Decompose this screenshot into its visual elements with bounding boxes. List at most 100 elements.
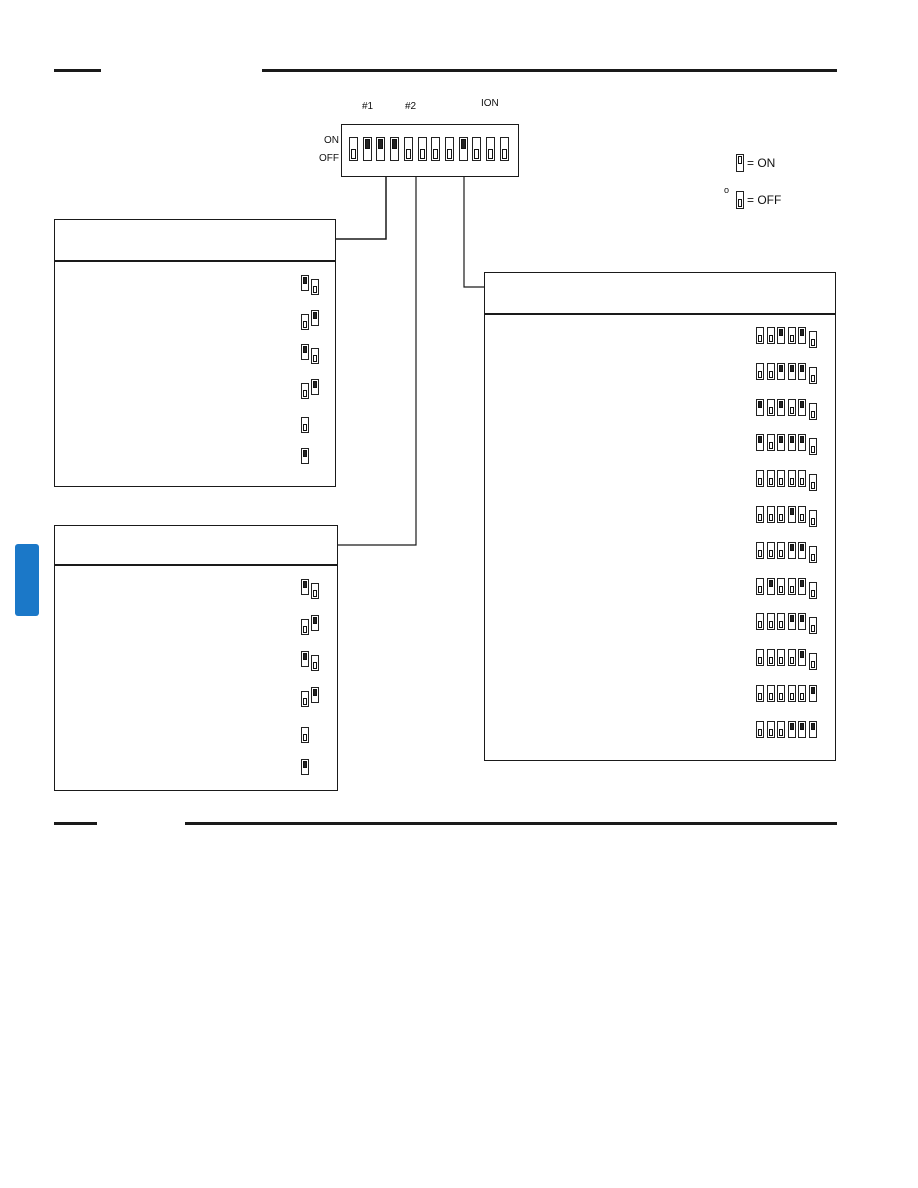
table-c-row-4-switch-1	[756, 434, 764, 452]
wire-switch2-to-table-b	[338, 177, 417, 546]
table-c-row-2-switch-6	[808, 366, 817, 384]
table-c-row-4-switch-4	[787, 434, 796, 452]
table-c-row-6-switch-2-lever	[768, 514, 773, 521]
table-c-row-9	[755, 613, 821, 635]
table-b-row-2-switch-2-lever	[313, 617, 317, 624]
table-c-row-7-switch-6-lever	[810, 553, 815, 561]
wire-ion-to-table-c	[463, 177, 485, 288]
table-c-row-9-switch-2	[766, 613, 775, 631]
dip-switch-5-lever	[405, 149, 411, 159]
table-c-row-2	[755, 362, 821, 385]
table-c-row-7-switch-1-lever	[758, 549, 762, 557]
table-c-row-5-switch-1-lever	[758, 478, 762, 486]
table-c-row-10-switch-4-lever	[789, 657, 794, 665]
table-b-row-3	[300, 651, 330, 673]
table-c-row-10-switch-1-lever	[758, 657, 762, 665]
table-b-row-4-switch-1-lever	[303, 698, 307, 705]
table-c-row-10-switch-3-lever	[779, 657, 783, 665]
table-c-row-6-switch-6	[808, 510, 817, 527]
table-c-row-4-switch-6-lever	[810, 446, 815, 454]
dip-switch-1	[349, 137, 358, 161]
dip-switch-11-lever	[488, 149, 493, 159]
table-c-row-10-switch-1	[756, 649, 764, 667]
dip-switch-4-lever	[392, 139, 398, 149]
dip-switch-7	[431, 137, 441, 161]
table-c-row-9-switch-1	[756, 613, 764, 631]
table-a-row-3	[300, 344, 330, 366]
table-c-row-10-switch-5	[798, 649, 806, 667]
table-c-row-12-switch-2	[766, 720, 775, 738]
table-c-row-1	[755, 327, 821, 349]
table-c-row-6-switch-1-lever	[758, 514, 762, 521]
table-c-row-3-switch-4-lever	[789, 406, 794, 414]
table-a-row-4-switch-2	[311, 378, 319, 395]
table-a-row-2-switch-1	[301, 313, 309, 330]
table-a-row-5	[300, 413, 330, 435]
table-b-row-1-switch-2-lever	[313, 590, 317, 597]
table-c-row-10	[755, 649, 821, 671]
table-c-row-4-switch-1-lever	[758, 436, 762, 444]
table-b-rows	[55, 526, 337, 790]
table-c-row-1-switch-3	[777, 327, 785, 344]
on-row-label: ON	[324, 135, 339, 146]
table-c-row-9-switch-4	[787, 613, 796, 631]
table-c-row-2-switch-5-lever	[800, 364, 804, 372]
legend-on-switch-lever	[738, 156, 742, 164]
off-row-label: OFF	[319, 153, 339, 164]
bottom-rule-right	[185, 822, 837, 825]
table-c-row-8-switch-5-lever	[800, 579, 804, 587]
top-rule-left	[54, 69, 101, 72]
table-a-row-2	[300, 309, 330, 332]
legend-off-switch-icon	[736, 191, 744, 209]
dip-switch-unit	[341, 124, 519, 177]
table-c-row-12-switch-1-lever	[758, 728, 762, 736]
dip-switch-11	[486, 137, 495, 161]
table-c-row-5-switch-4-lever	[789, 478, 794, 486]
dip-switch-8	[444, 137, 454, 161]
table-b-row-5-switch-1-lever	[303, 734, 307, 741]
table-c-row-7-switch-6	[808, 545, 817, 563]
table-c-row-1-switch-2-lever	[768, 335, 773, 342]
table-a-row-3-switch-2	[311, 348, 319, 364]
table-c-row-11-switch-3	[777, 685, 785, 702]
table-c-row-1-switch-3-lever	[779, 329, 783, 336]
table-c-row-11-switch-4	[787, 685, 796, 702]
table-a	[54, 219, 336, 487]
table-c-row-9-switch-5	[798, 613, 806, 631]
table-c-row-2-switch-4-lever	[789, 364, 794, 372]
section-side-tab[interactable]	[15, 544, 39, 616]
table-c-row-6	[755, 506, 821, 528]
dip-switch-1-lever	[351, 149, 356, 159]
bottom-rule-left	[54, 822, 97, 825]
dip-switch-row	[342, 125, 518, 176]
table-c-row-12-switch-4	[787, 720, 796, 738]
table-b-row-3-switch-2	[311, 655, 319, 671]
table-c-row-5	[755, 470, 821, 492]
switch2-label: #2	[405, 101, 417, 112]
table-b-row-4-switch-2-lever	[313, 689, 317, 696]
dip-switch-10-lever	[474, 149, 480, 159]
table-c-row-1-switch-5	[798, 327, 806, 344]
table-a-row-1-switch-1	[301, 275, 309, 291]
table-c-row-11-switch-6-lever	[810, 687, 815, 694]
dip-switch-12	[499, 137, 509, 161]
legend-on-switch-icon	[736, 154, 744, 172]
table-c-row-7-switch-5	[798, 541, 806, 559]
table-c-row-5-switch-4	[787, 470, 796, 488]
table-a-row-4-switch-2-lever	[313, 380, 317, 388]
table-b-row-1-switch-2	[311, 583, 319, 599]
dip-switch-2	[362, 137, 372, 161]
table-b-row-1	[300, 579, 330, 601]
table-c-row-6-switch-5-lever	[800, 514, 804, 521]
table-a-row-5-switch-1	[301, 417, 309, 433]
table-c-header-divider	[485, 313, 835, 315]
table-c-row-12-switch-3-lever	[779, 728, 783, 736]
table-c-row-10-switch-6	[808, 653, 817, 671]
table-c-row-5-switch-3	[777, 470, 785, 488]
table-c-row-3-switch-3	[777, 398, 785, 416]
table-c-row-8	[755, 577, 821, 600]
table-c-row-6-switch-3-lever	[779, 514, 783, 521]
table-c-row-6-switch-2	[766, 506, 775, 523]
table-c-row-10-switch-4	[787, 649, 796, 667]
